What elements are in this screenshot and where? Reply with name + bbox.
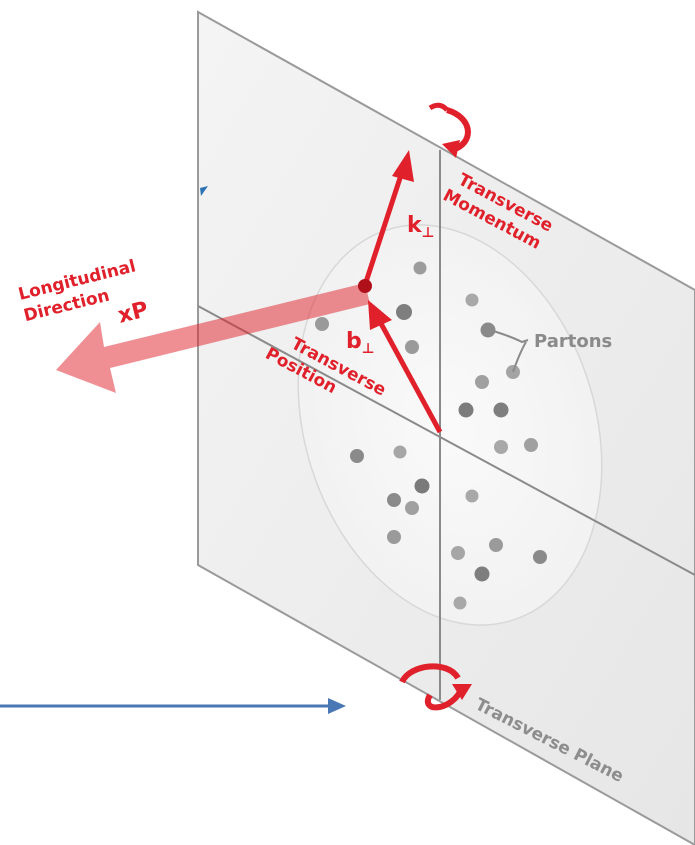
parton-dot: [453, 596, 467, 610]
b-perp-subscript: ⊥: [362, 341, 375, 357]
parton-dot: [405, 340, 419, 354]
partons-pointer-lines: [489, 329, 529, 373]
parton-dot: [405, 501, 419, 515]
parton-dot: [387, 530, 401, 544]
parton-dot: [493, 402, 509, 418]
k-perp-letter: k: [407, 213, 423, 238]
rotation-arrow-icon: [399, 663, 472, 711]
k-perp-vector: [362, 171, 405, 286]
blue-pointer-arrowhead: [328, 698, 346, 714]
horizontal-axis: [197, 305, 695, 576]
parton-dot: [524, 438, 538, 452]
parton-dot: [465, 293, 479, 307]
parton-dot: [413, 261, 427, 275]
parton-dot: [451, 546, 465, 560]
parton-dot: [475, 375, 489, 389]
b-perp-vector: [375, 316, 443, 434]
parton-dot: [533, 550, 547, 564]
b-perp-label: b⊥: [346, 329, 375, 357]
rotation-arrow-icon: [428, 102, 471, 158]
parton-dot: [494, 440, 508, 454]
b-perp-arrowhead: [368, 300, 392, 330]
longitudinal-direction-arrow: [56, 283, 370, 393]
parton-dot: [465, 489, 479, 503]
parton-dot: [458, 402, 474, 418]
parton-dot: [480, 322, 496, 338]
blue-tick-mark: [200, 186, 208, 196]
partons-group: [315, 261, 547, 610]
xp-label: xP: [115, 297, 150, 329]
parton-dot: [387, 493, 401, 507]
parton-dot: [350, 449, 364, 463]
parton-position-point: [358, 279, 372, 293]
partons-label: Partons: [534, 331, 612, 352]
k-perp-arrowhead: [392, 150, 414, 182]
parton-dot: [414, 478, 430, 494]
parton-dot: [396, 304, 412, 320]
parton-dot: [315, 317, 329, 331]
parton-dot: [489, 538, 503, 552]
parton-dot: [393, 445, 407, 459]
k-perp-subscript: ⊥: [422, 225, 435, 241]
k-perp-label: k⊥: [407, 213, 434, 241]
parton-dot: [474, 566, 490, 582]
b-perp-letter: b: [346, 329, 362, 354]
